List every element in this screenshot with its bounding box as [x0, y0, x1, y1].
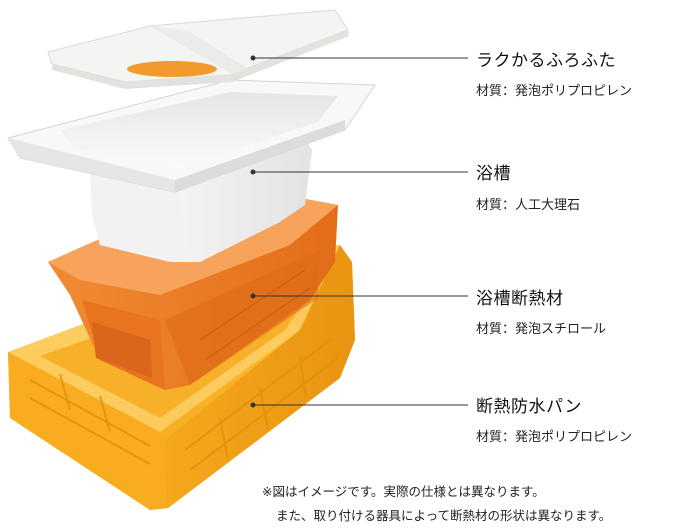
- disclaimer-note-1: ※図はイメージです。実際の仕様とは異なります。: [262, 481, 545, 500]
- lid-handle: [127, 61, 217, 77]
- insulation-material-label: 材質：発泡スチロール: [476, 318, 606, 337]
- leader-dot-lid: [251, 56, 256, 61]
- pan-material-label: 材質：発泡ポリプロピレン: [476, 426, 632, 445]
- pan-name-label: 断熱防水パン: [476, 392, 582, 417]
- leader-dot-insulation: [251, 294, 256, 299]
- lid-material-label: 材質：発泡ポリプロピレン: [476, 80, 632, 99]
- insulation-name-label: 浴槽断熱材: [476, 284, 564, 309]
- tub-name-label: 浴槽: [476, 159, 511, 184]
- leader-dot-pan: [251, 403, 256, 408]
- tub-material-label: 材質：人工大理石: [476, 194, 580, 213]
- leader-dot-tub: [251, 170, 256, 175]
- disclaimer-note-2: また、取り付ける器具によって断熱材の形状は異なります。: [276, 505, 611, 524]
- bath-lid: [48, 10, 349, 89]
- lid-name-label: ラクかるふろふた: [476, 46, 616, 71]
